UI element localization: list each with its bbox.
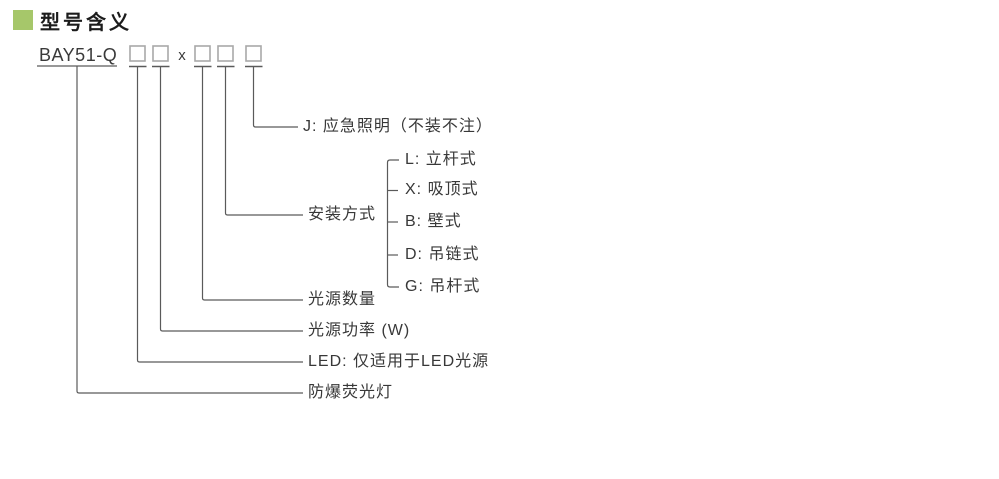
digit-box-2: [152, 45, 169, 62]
digit-box-1: [129, 45, 146, 62]
label-mounting-method: 安装方式: [308, 206, 377, 223]
label-emergency-lighting: J: 应急照明（不装不注）: [303, 118, 493, 135]
mounting-option-chain: D: 吊链式: [405, 246, 480, 263]
model-prefix-text: BAY51-Q: [39, 45, 118, 65]
connector-mounting: [224, 67, 303, 216]
label-led-note: LED: 仅适用于LED光源: [308, 353, 490, 370]
connector-emergency: [252, 67, 298, 128]
mounting-option-wall: B: 壁式: [405, 213, 462, 230]
connector-count: [201, 67, 303, 301]
connector-lamp: [76, 66, 303, 394]
digit-box-5: [245, 45, 262, 62]
digit-box-4: [217, 45, 234, 62]
connector-power: [159, 67, 303, 332]
mounting-option-ceiling: X: 吸顶式: [405, 181, 479, 198]
mounting-bracket: [386, 159, 399, 288]
connector-led: [136, 67, 303, 363]
digit-box-3: [194, 45, 211, 62]
mounting-option-pole: L: 立杆式: [405, 151, 477, 168]
section-bullet-green-square: [13, 10, 33, 30]
label-lamp-type: 防爆荧光灯: [308, 384, 394, 401]
label-source-power: 光源功率 (W): [308, 322, 411, 339]
model-separator-x: x: [178, 47, 186, 64]
page-title: 型号含义: [40, 12, 132, 34]
label-source-count: 光源数量: [308, 291, 377, 308]
mounting-option-rod: G: 吊杆式: [405, 278, 481, 295]
